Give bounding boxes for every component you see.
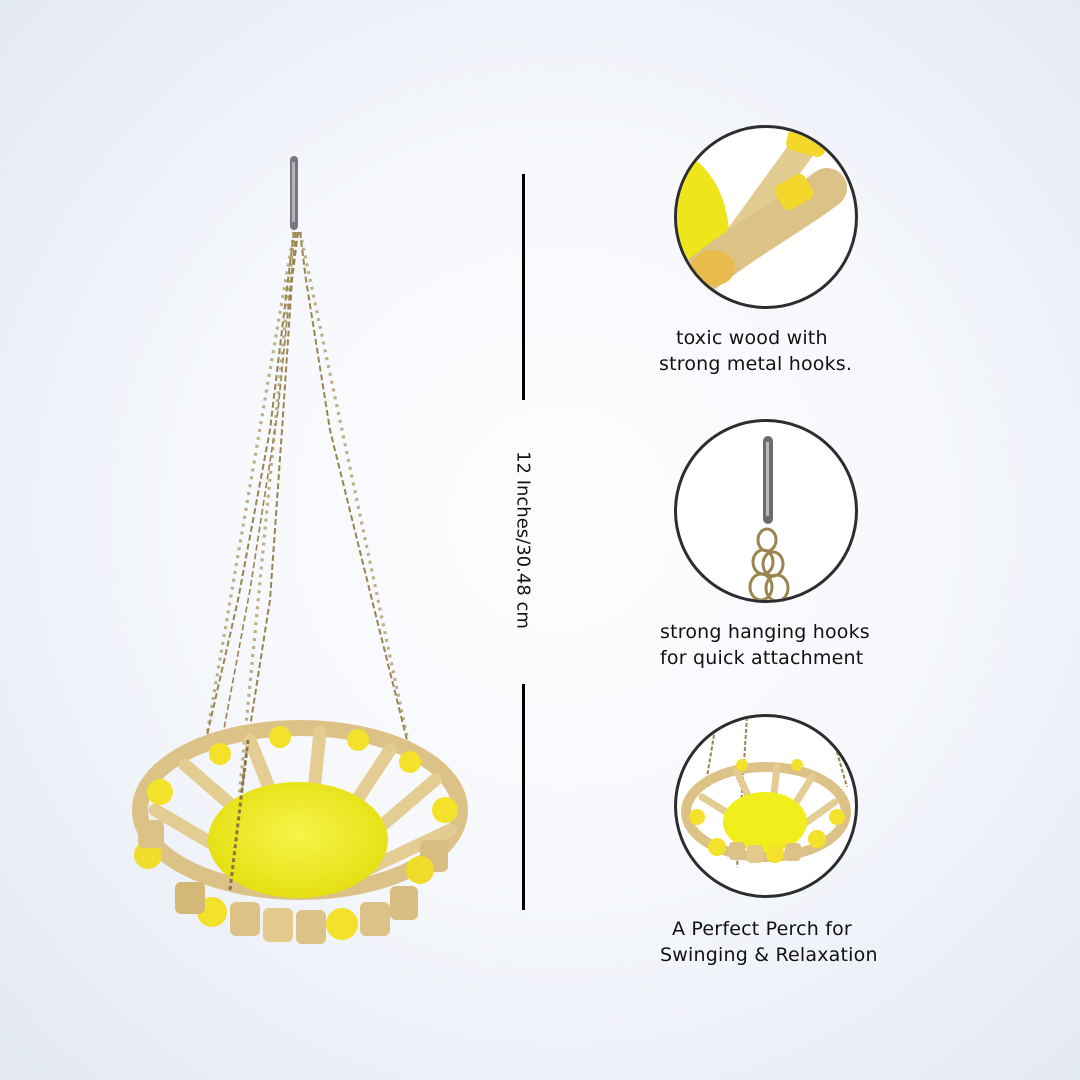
feature-circle-wood [674, 125, 858, 309]
feature-caption-wood: toxic wood with strong metal hooks. [659, 325, 852, 377]
caption-line: strong hanging hooks [660, 621, 870, 643]
perch-closeup-icon [681, 717, 851, 868]
product-image [120, 150, 480, 950]
feature-caption-perch: A Perfect Perch for Swinging & Relaxatio… [660, 916, 878, 968]
dimension-line-top [522, 174, 525, 400]
dimension-label: 12 Inches/30.48 cm [512, 451, 534, 629]
hook-closeup-icon [748, 436, 790, 600]
caption-line: strong metal hooks. [659, 353, 853, 375]
hanging-perch-illustration [132, 156, 468, 944]
feature-circle-hook [674, 419, 858, 603]
caption-line: for quick attachment [660, 647, 864, 669]
basket [132, 720, 468, 944]
caption-line: Swinging & Relaxation [660, 944, 878, 966]
wood-closeup-icon [677, 128, 847, 298]
caption-line: toxic wood with [676, 327, 828, 349]
hook-icon [290, 156, 298, 230]
dimension-line-bottom [522, 684, 525, 910]
feature-circle-perch [674, 714, 858, 898]
feature-caption-hook: strong hanging hooks for quick attachmen… [660, 619, 870, 671]
caption-line: A Perfect Perch for [672, 918, 852, 940]
